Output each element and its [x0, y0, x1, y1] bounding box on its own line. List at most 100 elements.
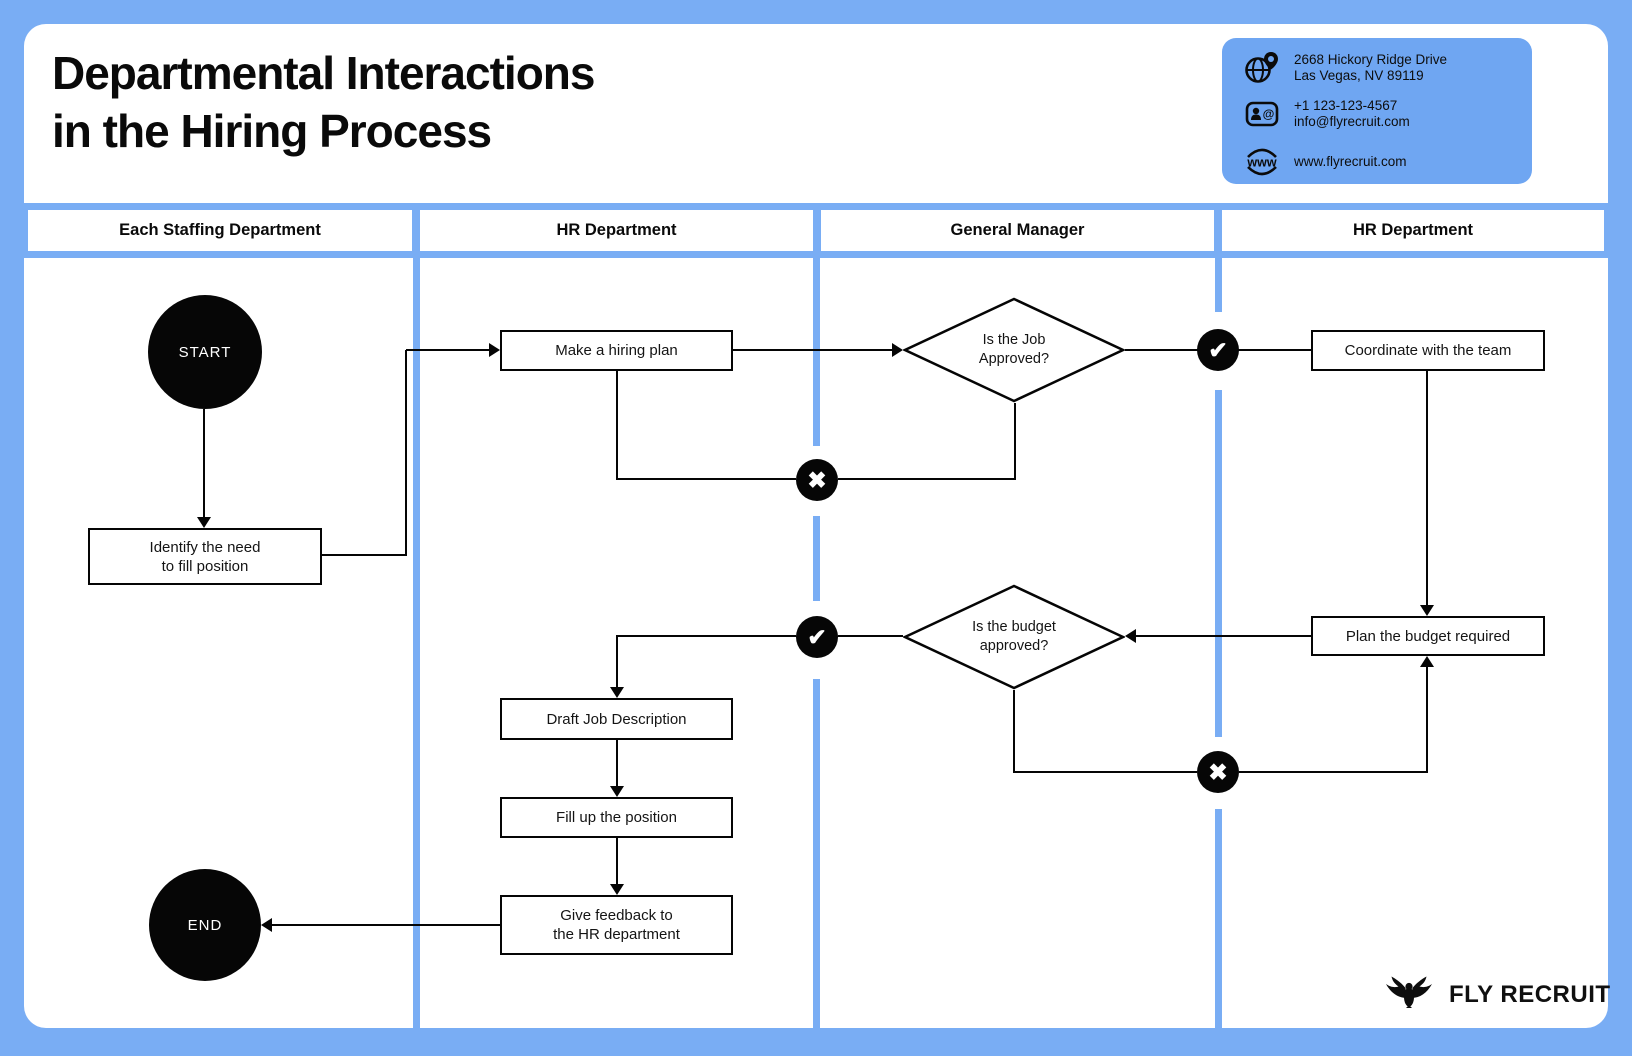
- give-feedback-line2: the HR department: [553, 926, 680, 943]
- svg-text:www: www: [1246, 156, 1276, 170]
- arrowhead-into-plan-budget-bottom: [1420, 656, 1434, 667]
- lane-divider-3-seg1: [1215, 258, 1222, 312]
- lane-divider-3-seg3: [1215, 809, 1222, 1028]
- connector-coordinate-plan: [1426, 371, 1428, 606]
- contact-website: www.flyrecruit.com: [1294, 153, 1407, 169]
- contact-phone-row: @ +1 123-123-4567 info@flyrecruit.com: [1244, 96, 1410, 132]
- page-title-line2: in the Hiring Process: [52, 105, 492, 157]
- contact-id-card-icon: @: [1244, 96, 1280, 132]
- lane-divider-1: [413, 258, 420, 1028]
- budget-approved-decision: Is the budget approved?: [903, 584, 1125, 690]
- fill-position-node: Fill up the position: [500, 797, 733, 838]
- loop1-horizontal-left: [616, 478, 796, 480]
- brand-logo: FLY RECRUIT: [1385, 975, 1611, 1014]
- loop1-horizontal-right: [838, 478, 1015, 480]
- globe-location-icon: [1244, 50, 1280, 86]
- contact-email: info@flyrecruit.com: [1294, 114, 1410, 129]
- contact-address-row: 2668 Hickory Ridge Drive Las Vegas, NV 8…: [1244, 50, 1447, 86]
- www-globe-icon: www: [1244, 144, 1280, 180]
- contact-card: 2668 Hickory Ridge Drive Las Vegas, NV 8…: [1222, 38, 1532, 184]
- contact-address-line1: 2668 Hickory Ridge Drive: [1294, 51, 1448, 67]
- connector-feedback-end: [272, 924, 500, 926]
- connector-into-make-plan: [406, 349, 490, 351]
- coordinate-team-node: Coordinate with the team: [1311, 330, 1545, 371]
- make-hiring-plan-label: Make a hiring plan: [555, 342, 678, 359]
- contact-phone-email: +1 123-123-4567 info@flyrecruit.com: [1294, 98, 1410, 131]
- connector-diamond2-yes-badge: [838, 635, 903, 637]
- job-approved-text: Is the Job Approved?: [903, 297, 1125, 403]
- loop2-vertical-right: [1426, 666, 1428, 773]
- budget-approved-no-badge: ✖: [1197, 751, 1239, 793]
- connector-badge2-elbow: [617, 635, 796, 637]
- plan-budget-label: Plan the budget required: [1345, 627, 1511, 645]
- coordinate-team-label: Coordinate with the team: [1344, 342, 1512, 359]
- start-node: START: [148, 295, 262, 409]
- connector-draft-fill: [616, 740, 618, 787]
- identify-line2: to fill position: [161, 557, 249, 575]
- lane-label: HR Department: [556, 221, 677, 239]
- give-feedback-node: Give feedback to the HR department: [500, 895, 733, 955]
- lane-header-each-staffing-department: Each Staffing Department: [28, 210, 412, 251]
- diamond-shape: [903, 584, 1125, 690]
- lane-divider-2-seg3: [813, 679, 820, 1028]
- page-title: Departmental Interactions in the Hiring …: [52, 44, 595, 160]
- loop1-vertical-right: [1014, 403, 1016, 480]
- lane-divider-3-seg2: [1215, 390, 1222, 737]
- eagle-wings-icon: [1385, 975, 1433, 1014]
- check-icon: ✔: [1208, 336, 1228, 363]
- connector-elbow-draft: [616, 635, 618, 688]
- arrowhead-into-end: [261, 918, 272, 932]
- svg-text:@: @: [1263, 107, 1275, 121]
- arrowhead-into-identify: [197, 517, 211, 528]
- budget-approved-yes-badge: ✔: [796, 616, 838, 658]
- contact-address: 2668 Hickory Ridge Drive Las Vegas, NV 8…: [1294, 52, 1447, 85]
- give-feedback-line1: Give feedback to: [560, 907, 673, 924]
- draft-job-description-node: Draft Job Description: [500, 698, 733, 740]
- end-label: END: [187, 916, 223, 934]
- lane-divider-2-seg1: [813, 258, 820, 446]
- loop2-vertical-left: [1013, 690, 1015, 773]
- loop1-vertical-left: [616, 371, 618, 480]
- lane-header-hr-department-2: HR Department: [1222, 210, 1604, 251]
- budget-approved-line1: Is the budget: [972, 619, 1056, 635]
- connector-identify-out: [322, 554, 406, 556]
- end-node: END: [149, 869, 261, 981]
- job-approved-decision: Is the Job Approved?: [903, 297, 1125, 403]
- connector-make-plan-diamond: [733, 349, 893, 351]
- connector-badge-coordinate: [1237, 349, 1311, 351]
- connector-fill-feedback: [616, 838, 618, 885]
- connector-identify-up: [405, 350, 407, 556]
- arrowhead-into-plan-budget: [1420, 605, 1434, 616]
- budget-approved-line2: approved?: [979, 638, 1049, 654]
- plan-budget-node: Plan the budget required: [1311, 616, 1545, 656]
- lane-label: General Manager: [950, 221, 1085, 239]
- arrowhead-into-diamond1: [892, 343, 903, 357]
- loop2-horizontal-left: [1013, 771, 1197, 773]
- job-approved-yes-badge: ✔: [1197, 329, 1239, 371]
- x-icon: ✖: [1208, 758, 1228, 785]
- identify-need-node: Identify the need to fill position: [88, 528, 322, 585]
- lane-header-general-manager: General Manager: [821, 210, 1214, 251]
- brand-logo-text: FLY RECRUIT: [1449, 980, 1611, 1008]
- check-icon: ✔: [807, 623, 827, 650]
- arrowhead-into-diamond2: [1125, 629, 1136, 643]
- job-approved-no-badge: ✖: [796, 459, 838, 501]
- budget-approved-text: Is the budget approved?: [903, 584, 1125, 690]
- connector-plan-diamond2: [1136, 635, 1311, 637]
- page-title-line1: Departmental Interactions: [52, 47, 595, 99]
- job-approved-line2: Approved?: [978, 351, 1050, 367]
- contact-address-line2: Las Vegas, NV 89119: [1294, 68, 1424, 83]
- lane-header-hr-department-1: HR Department: [420, 210, 813, 251]
- x-icon: ✖: [807, 466, 827, 493]
- arrowhead-into-draft: [610, 687, 624, 698]
- contact-phone: +1 123-123-4567: [1294, 97, 1398, 113]
- make-hiring-plan-node: Make a hiring plan: [500, 330, 733, 371]
- connector-start-identify: [203, 409, 205, 519]
- connector-diamond-yes-badge: [1125, 349, 1199, 351]
- loop2-horizontal-right: [1239, 771, 1427, 773]
- identify-line1: Identify the need: [149, 538, 261, 556]
- arrowhead-into-make-plan: [489, 343, 500, 357]
- fill-position-label: Fill up the position: [556, 809, 677, 826]
- start-label: START: [178, 343, 232, 361]
